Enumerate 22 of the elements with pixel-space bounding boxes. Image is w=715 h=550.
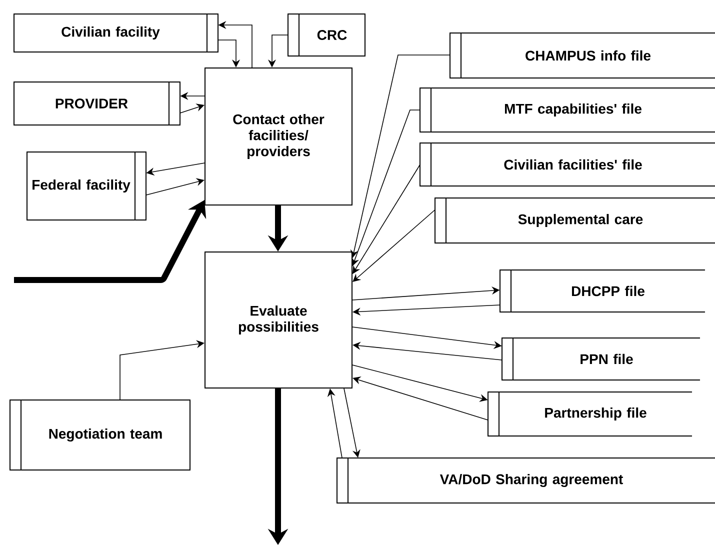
data-store-box: Federal facility [26, 152, 146, 220]
data-store-box: DHCPP file [500, 270, 706, 312]
arrow [327, 388, 342, 458]
data-store-box: Partnership file [488, 392, 692, 436]
data-store-box: VA/DoD Sharing agreement [336, 458, 715, 504]
arrow [352, 164, 420, 274]
process-box: Contact other facilities/ providers [204, 68, 352, 206]
data-store-box: Civilian facility [14, 14, 218, 52]
process-box: Evaluate possibilities [204, 252, 352, 388]
data-store-box: Negotiation team [10, 400, 190, 470]
data-store-box: PPN file [502, 338, 700, 380]
data-store-box: PROVIDER [14, 82, 180, 126]
arrow [146, 178, 204, 196]
data-store-box: CRC [288, 14, 366, 56]
data-store-box: Civilian facilities' file [420, 142, 715, 186]
data-store-box: CHAMPUS info file [450, 32, 715, 78]
arrow [120, 340, 204, 400]
arrow [352, 376, 488, 420]
arrow [352, 210, 436, 282]
data-store-box: Supplemental care [434, 198, 715, 244]
arrow [180, 104, 204, 114]
data-store-box: MTF capabilities' file [420, 88, 715, 132]
